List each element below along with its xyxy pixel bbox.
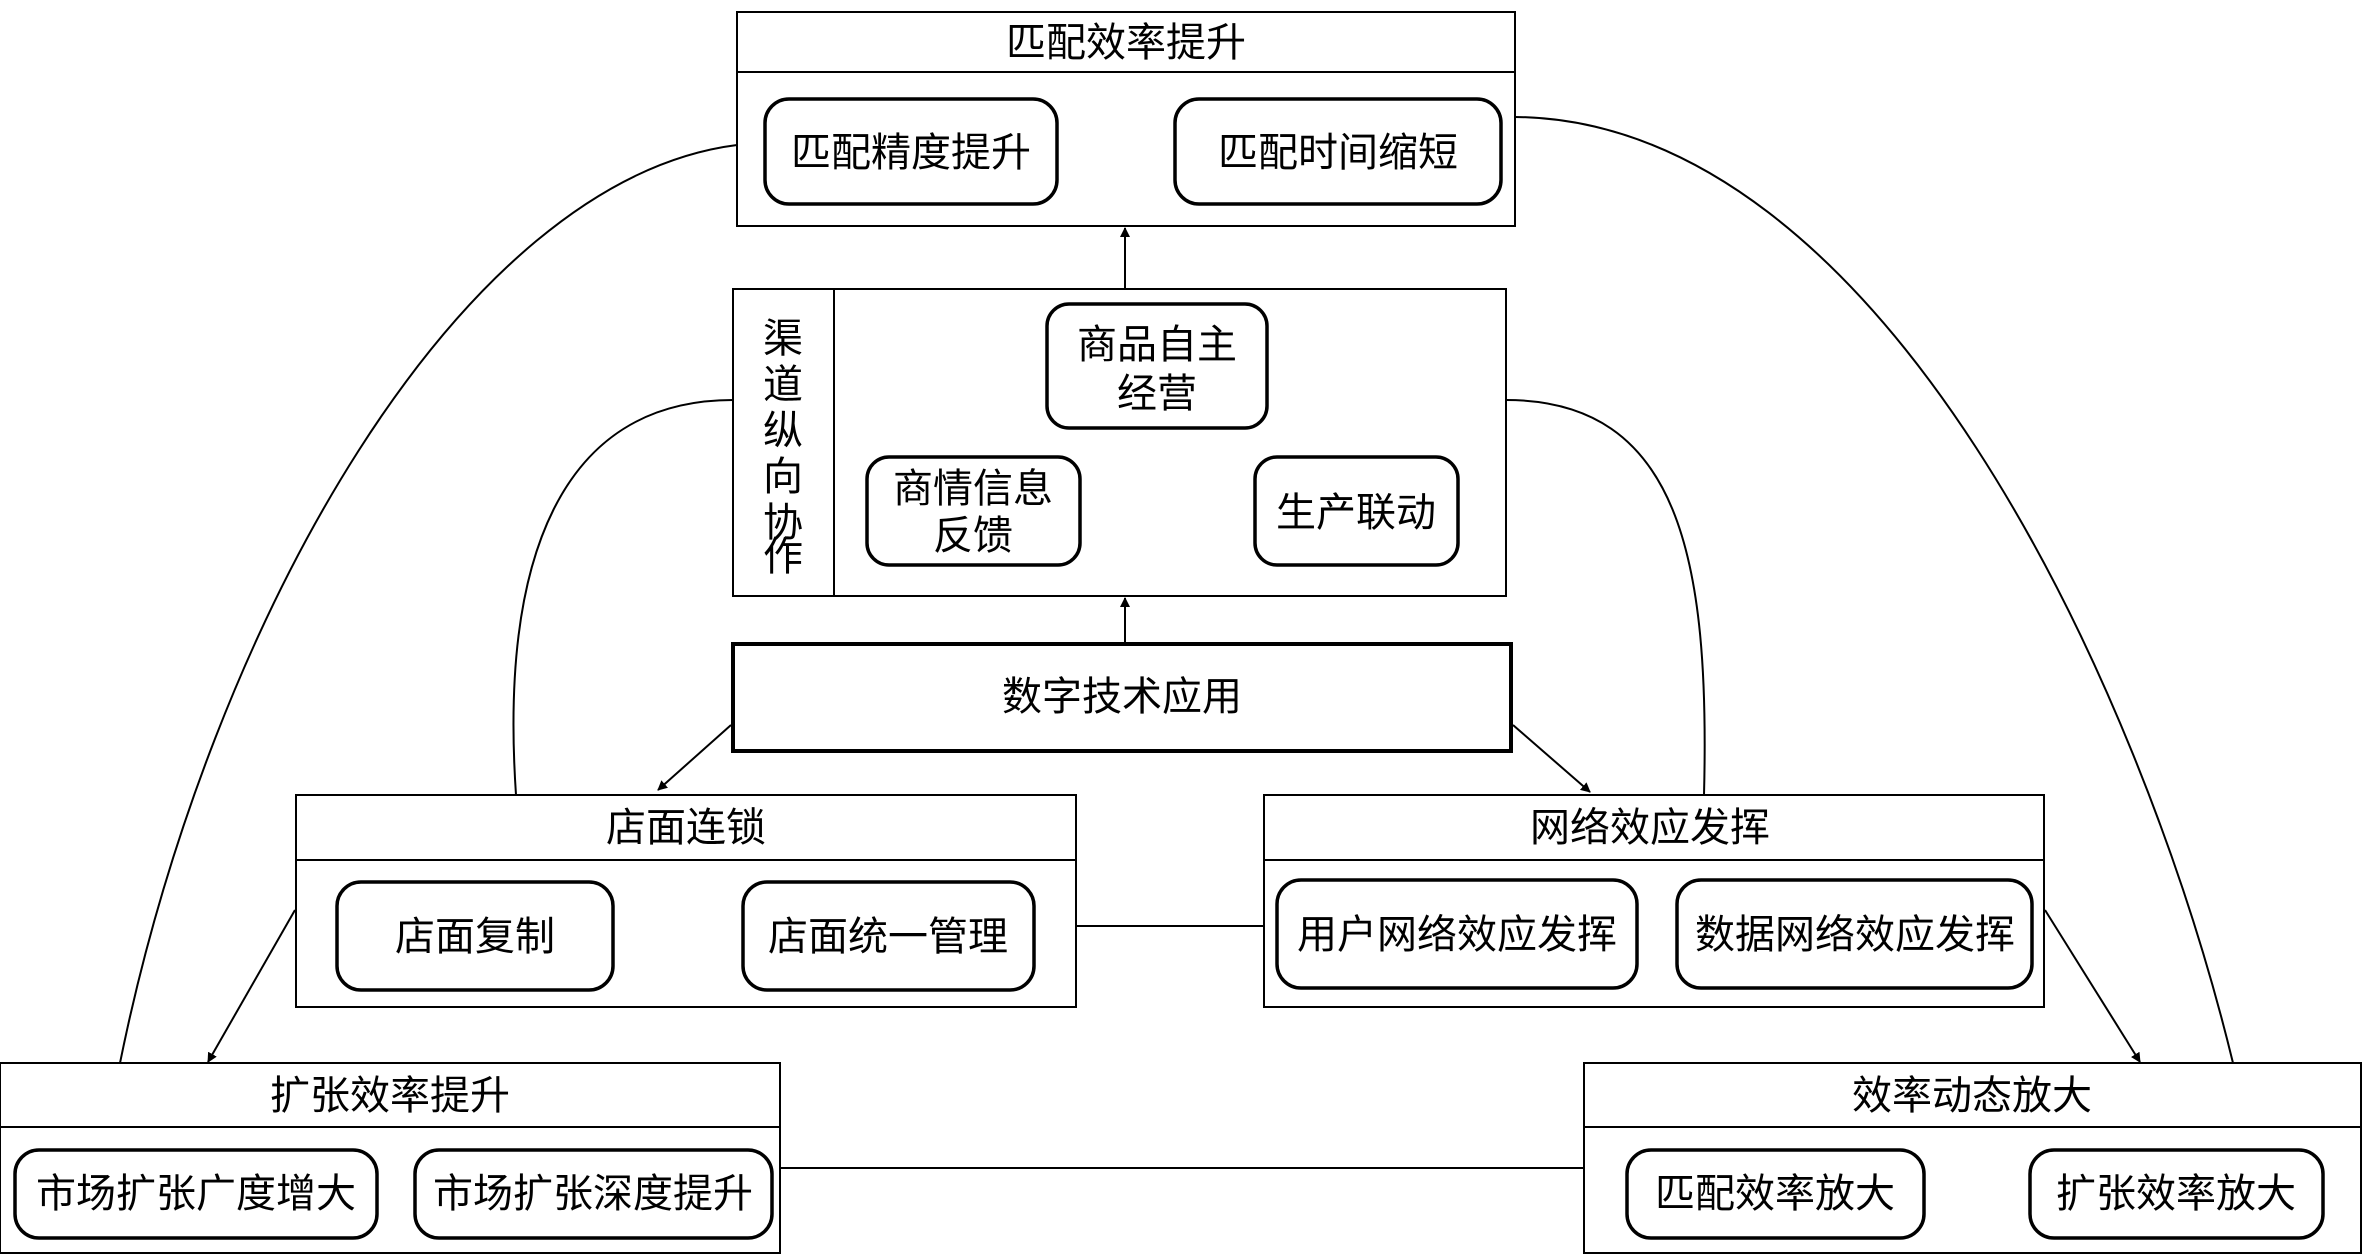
svg-text:道: 道 bbox=[763, 362, 803, 408]
store-unified-management-node bbox=[741, 880, 1036, 992]
arrow-digital-to-network bbox=[1512, 724, 1591, 793]
matching-precision-node bbox=[763, 97, 1059, 206]
matching-amplification-node bbox=[1625, 1148, 1926, 1240]
expansion-depth-label: 市场扩张深度提升 bbox=[433, 1171, 753, 1217]
business-feedback-node bbox=[865, 455, 1082, 567]
store-replication-node bbox=[335, 880, 615, 992]
store-replication-label: 店面复制 bbox=[395, 914, 555, 960]
production-linkage-node bbox=[1253, 455, 1460, 567]
data-network-effect-node bbox=[1675, 878, 2034, 990]
store-chain-box: 店面连锁 店面复制 店面统一管理 bbox=[295, 794, 1077, 1008]
expansion-efficiency-title: 扩张效率提升 bbox=[270, 1073, 510, 1119]
user-network-effect-node bbox=[1275, 878, 1639, 990]
arrow-store-to-expansion bbox=[207, 909, 296, 1063]
store-unified-management-label: 店面统一管理 bbox=[768, 914, 1008, 960]
network-effect-title: 网络效应发挥 bbox=[1530, 805, 1770, 851]
expansion-efficiency-box: 扩张效率提升 市场扩张广度增大 市场扩张深度提升 bbox=[0, 1062, 781, 1254]
connector-arc-inner-right bbox=[1505, 399, 1706, 796]
channel-collaboration-box: 渠 道 纵 向 协 作 商品自主 经营 商情信息 反馈 生产联动 bbox=[732, 288, 1507, 597]
business-feedback-line1: 商情信息 bbox=[893, 466, 1053, 512]
channel-collaboration-label: 渠 道 纵 向 协 作 bbox=[763, 316, 803, 580]
svg-text:渠: 渠 bbox=[763, 316, 803, 362]
matching-amplification-label: 匹配效率放大 bbox=[1655, 1171, 1895, 1217]
matching-time-label: 匹配时间缩短 bbox=[1218, 130, 1458, 176]
connector-arc-inner-left bbox=[512, 399, 734, 796]
user-network-effect-label: 用户网络效应发挥 bbox=[1297, 912, 1617, 958]
store-chain-title: 店面连锁 bbox=[606, 805, 766, 851]
commodity-management-line2: 经营 bbox=[1117, 371, 1197, 417]
svg-text:向: 向 bbox=[763, 454, 803, 500]
matching-efficiency-title: 匹配效率提升 bbox=[1006, 20, 1246, 66]
data-network-effect-label: 数据网络效应发挥 bbox=[1695, 912, 2015, 958]
svg-text:协: 协 bbox=[763, 500, 803, 546]
commodity-management-line1: 商品自主 bbox=[1077, 322, 1237, 368]
network-effect-box: 网络效应发挥 用户网络效应发挥 数据网络效应发挥 bbox=[1263, 794, 2045, 1008]
expansion-depth-node bbox=[413, 1148, 774, 1240]
dynamic-amplification-box: 效率动态放大 匹配效率放大 扩张效率放大 bbox=[1583, 1062, 2362, 1254]
connector-arc-outer-right bbox=[1514, 116, 2234, 1064]
expansion-breadth-node bbox=[13, 1148, 379, 1240]
connector-arc-outer-left bbox=[119, 144, 738, 1064]
expansion-breadth-label: 市场扩张广度增大 bbox=[36, 1171, 356, 1217]
expansion-amplification-label: 扩张效率放大 bbox=[2056, 1171, 2296, 1217]
arrow-network-to-dynamic bbox=[2044, 909, 2141, 1063]
dynamic-amplification-title: 效率动态放大 bbox=[1852, 1073, 2092, 1119]
production-linkage-label: 生产联动 bbox=[1276, 490, 1436, 536]
matching-precision-label: 匹配精度提升 bbox=[791, 130, 1031, 176]
arrow-digital-to-store bbox=[657, 724, 732, 791]
business-feedback-line2: 反馈 bbox=[933, 513, 1013, 559]
commodity-management-node bbox=[1045, 302, 1269, 430]
matching-efficiency-box: 匹配效率提升 匹配精度提升 匹配时间缩短 bbox=[736, 11, 1516, 227]
svg-text:作: 作 bbox=[763, 534, 803, 580]
expansion-amplification-node bbox=[2028, 1148, 2325, 1240]
matching-time-node bbox=[1173, 97, 1503, 206]
svg-text:纵: 纵 bbox=[763, 408, 803, 454]
digital-technology-label: 数字技术应用 bbox=[1002, 674, 1242, 720]
digital-technology-box: 数字技术应用 bbox=[731, 642, 1513, 753]
